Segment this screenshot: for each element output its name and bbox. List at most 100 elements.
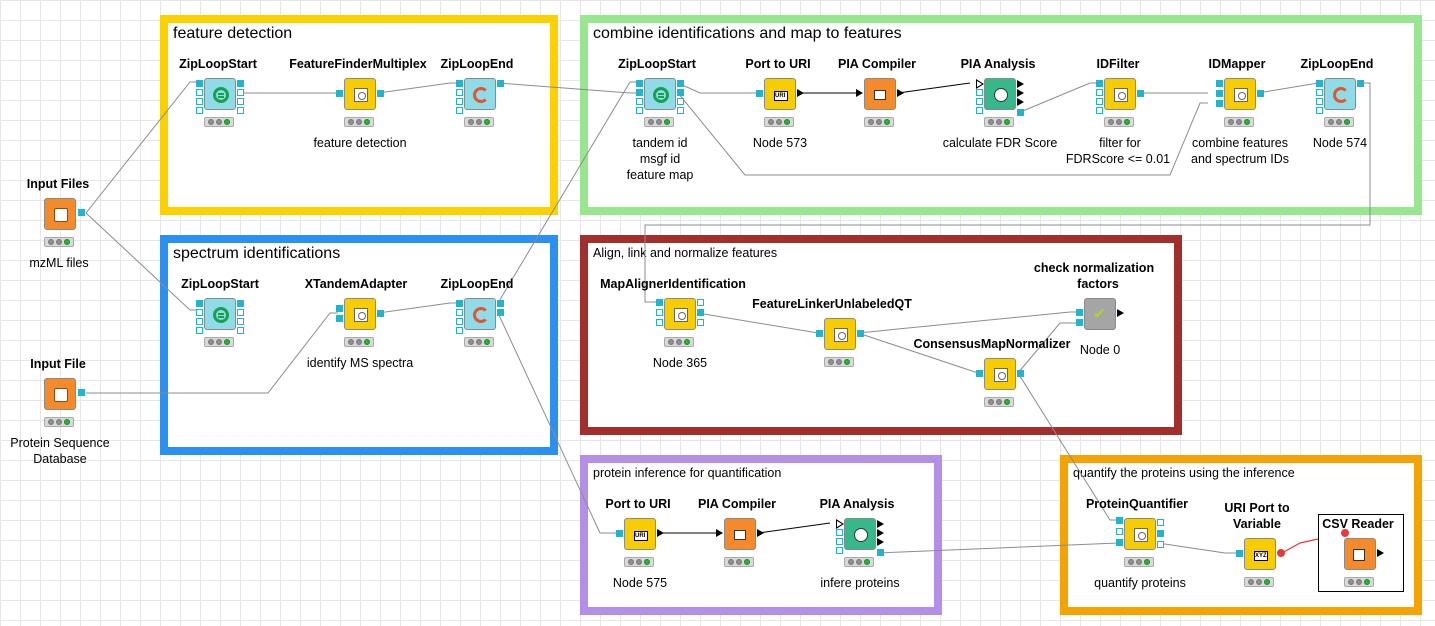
node-icon[interactable] bbox=[984, 358, 1016, 390]
output-port[interactable] bbox=[1377, 549, 1384, 557]
input-port[interactable] bbox=[1116, 517, 1123, 524]
output-port[interactable] bbox=[237, 300, 244, 307]
output-port[interactable] bbox=[877, 549, 884, 556]
node-icon[interactable]: URI bbox=[624, 518, 656, 550]
input-port[interactable] bbox=[1316, 80, 1323, 87]
input-port[interactable] bbox=[456, 327, 463, 334]
output-port[interactable] bbox=[237, 89, 244, 96]
output-port[interactable] bbox=[1017, 89, 1024, 97]
output-port[interactable] bbox=[497, 300, 504, 307]
node-icon[interactable] bbox=[984, 78, 1016, 110]
input-port[interactable] bbox=[456, 98, 463, 105]
input-port[interactable] bbox=[976, 107, 983, 114]
output-port[interactable] bbox=[237, 318, 244, 325]
input-port[interactable] bbox=[1076, 319, 1083, 326]
node-icon[interactable] bbox=[44, 198, 76, 230]
output-port[interactable] bbox=[677, 107, 684, 114]
input-port[interactable] bbox=[1216, 90, 1223, 97]
node-icon[interactable] bbox=[344, 78, 376, 110]
input-port[interactable] bbox=[836, 547, 843, 554]
input-port[interactable] bbox=[856, 89, 863, 97]
input-port[interactable] bbox=[456, 309, 463, 316]
node-icon[interactable] bbox=[1224, 78, 1256, 110]
node-icon[interactable] bbox=[1084, 298, 1116, 330]
node-icon[interactable]: XYZ bbox=[1244, 538, 1276, 570]
output-port[interactable] bbox=[237, 327, 244, 334]
output-port[interactable] bbox=[78, 389, 85, 396]
output-port[interactable] bbox=[677, 80, 684, 87]
output-port[interactable] bbox=[1017, 80, 1024, 88]
output-port[interactable] bbox=[1357, 80, 1364, 87]
output-port[interactable] bbox=[1157, 541, 1164, 548]
output-port[interactable] bbox=[237, 309, 244, 316]
input-port[interactable] bbox=[336, 315, 343, 322]
output-port[interactable] bbox=[237, 80, 244, 87]
output-port[interactable] bbox=[897, 89, 904, 97]
input-port[interactable] bbox=[636, 98, 643, 105]
node-icon[interactable] bbox=[1104, 78, 1136, 110]
output-port[interactable] bbox=[877, 538, 884, 546]
node-icon[interactable] bbox=[1324, 78, 1356, 110]
output-port[interactable] bbox=[1017, 109, 1024, 116]
input-port[interactable] bbox=[656, 299, 663, 306]
input-port[interactable] bbox=[196, 89, 203, 96]
output-port[interactable] bbox=[677, 89, 684, 96]
input-port[interactable] bbox=[716, 529, 723, 537]
variable-output-port[interactable] bbox=[1277, 549, 1285, 557]
input-port[interactable] bbox=[1316, 89, 1323, 96]
output-port[interactable] bbox=[1157, 519, 1164, 526]
input-port[interactable] bbox=[836, 529, 843, 536]
node-icon[interactable] bbox=[844, 518, 876, 550]
output-port[interactable] bbox=[877, 520, 884, 528]
input-port[interactable] bbox=[816, 330, 823, 337]
node-icon[interactable] bbox=[1124, 518, 1156, 550]
input-port[interactable] bbox=[196, 98, 203, 105]
node-icon[interactable] bbox=[664, 298, 696, 330]
input-port[interactable] bbox=[636, 107, 643, 114]
input-port[interactable] bbox=[456, 89, 463, 96]
node-icon[interactable] bbox=[204, 78, 236, 110]
node-icon[interactable] bbox=[464, 298, 496, 330]
input-port[interactable] bbox=[1316, 107, 1323, 114]
output-port[interactable] bbox=[1137, 90, 1144, 97]
input-port[interactable] bbox=[456, 300, 463, 307]
output-port[interactable] bbox=[1017, 370, 1024, 377]
input-port[interactable] bbox=[336, 305, 343, 312]
output-port[interactable] bbox=[657, 529, 664, 537]
input-port[interactable] bbox=[976, 79, 984, 89]
output-port[interactable] bbox=[697, 319, 704, 326]
input-port[interactable] bbox=[196, 327, 203, 334]
output-port[interactable] bbox=[877, 529, 884, 537]
node-icon[interactable] bbox=[204, 298, 236, 330]
output-port[interactable] bbox=[697, 309, 704, 316]
output-port[interactable] bbox=[78, 209, 85, 216]
node-icon[interactable] bbox=[824, 318, 856, 350]
input-port[interactable] bbox=[1096, 80, 1103, 87]
input-port[interactable] bbox=[456, 318, 463, 325]
output-port[interactable] bbox=[497, 309, 504, 316]
input-port[interactable] bbox=[196, 300, 203, 307]
input-port[interactable] bbox=[456, 107, 463, 114]
output-port[interactable] bbox=[377, 310, 384, 317]
output-port[interactable] bbox=[757, 529, 764, 537]
output-port[interactable] bbox=[497, 80, 504, 87]
input-port[interactable] bbox=[656, 309, 663, 316]
input-port[interactable] bbox=[976, 89, 983, 96]
input-port[interactable] bbox=[1216, 80, 1223, 87]
input-port[interactable] bbox=[456, 80, 463, 87]
node-icon[interactable] bbox=[44, 378, 76, 410]
output-port[interactable] bbox=[237, 107, 244, 114]
input-port[interactable] bbox=[1116, 528, 1123, 535]
input-port[interactable] bbox=[336, 90, 343, 97]
node-icon[interactable] bbox=[344, 298, 376, 330]
output-port[interactable] bbox=[377, 90, 384, 97]
input-port[interactable] bbox=[1236, 550, 1243, 557]
input-port[interactable] bbox=[836, 519, 844, 529]
input-port[interactable] bbox=[636, 89, 643, 96]
output-port[interactable] bbox=[1017, 98, 1024, 106]
input-port[interactable] bbox=[616, 530, 623, 537]
output-port[interactable] bbox=[677, 98, 684, 105]
input-port[interactable] bbox=[656, 319, 663, 326]
input-port[interactable] bbox=[196, 318, 203, 325]
input-port[interactable] bbox=[756, 90, 763, 97]
